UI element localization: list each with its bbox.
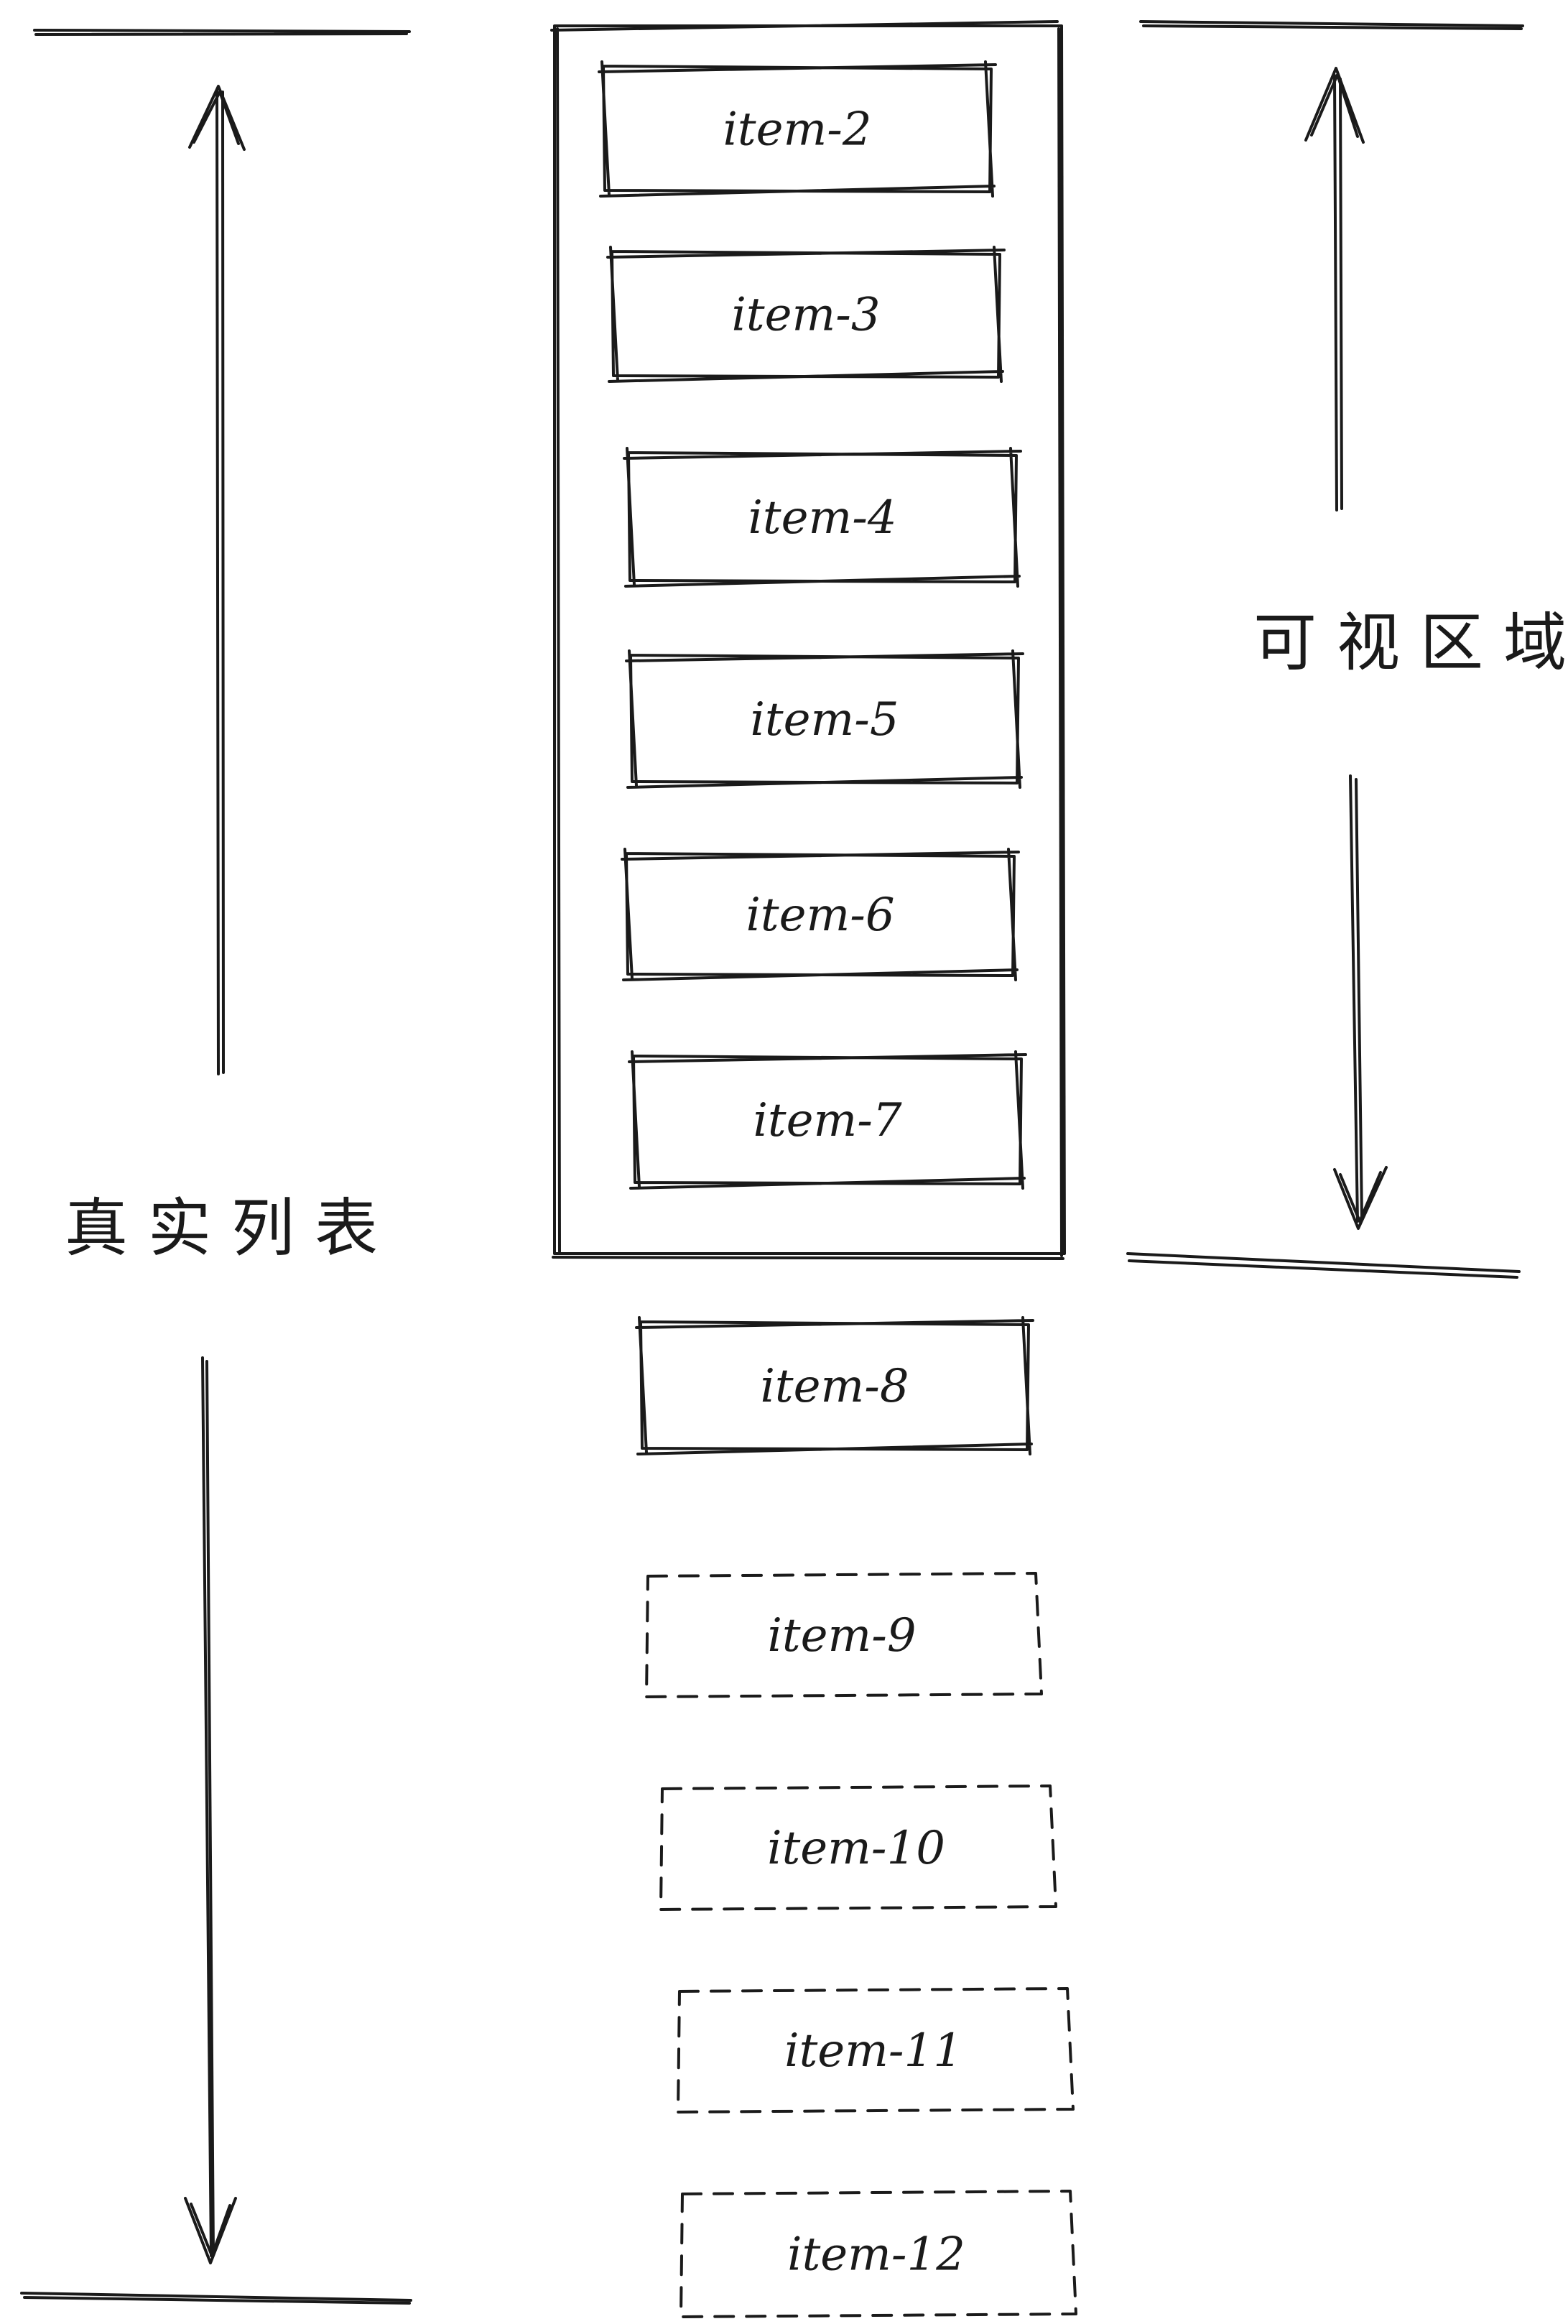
list-item-label: item-2 xyxy=(723,103,871,157)
list-item: item-2 xyxy=(598,60,997,198)
list-item-label: item-6 xyxy=(746,889,894,942)
list-item-box xyxy=(598,60,997,198)
list-item-label: item-11 xyxy=(784,2024,962,2078)
list-item-box-dashed xyxy=(677,1987,1075,2114)
list-item-box-dashed xyxy=(679,2190,1077,2318)
list-item-box xyxy=(635,1316,1034,1455)
list-item: item-3 xyxy=(606,246,1006,383)
real-list-label: 真实列表 xyxy=(65,1191,398,1265)
real-list-arrow-down xyxy=(201,1356,215,2257)
list-items: item-2 item-3 item-4 item-5 item-6 item-7 item… xyxy=(598,60,1077,2318)
list-item-box xyxy=(623,447,1022,588)
real-list-indicator: 真实列表 xyxy=(20,29,412,2305)
real-list-arrowhead-down xyxy=(184,2197,237,2264)
viewport-frame xyxy=(550,20,1066,1260)
visible-area-arrow-up xyxy=(1333,74,1343,511)
list-item: item-5 xyxy=(625,649,1024,789)
visible-area-arrowhead-up xyxy=(1304,67,1365,144)
list-item-label: item-4 xyxy=(748,491,896,545)
list-item-label: item-9 xyxy=(767,1609,916,1662)
list-item-label: item-10 xyxy=(767,1822,945,1875)
list-item-label: item-7 xyxy=(753,1094,901,1147)
visible-area-indicator: 可视区域 xyxy=(1126,20,1568,1279)
list-item-box xyxy=(606,246,1006,383)
list-item: item-9 xyxy=(645,1572,1043,1698)
list-item: item-12 xyxy=(679,2190,1077,2318)
list-item: item-7 xyxy=(628,1050,1027,1190)
list-item-box-dashed xyxy=(645,1572,1043,1698)
visible-area-label: 可视区域 xyxy=(1253,606,1568,680)
list-item-label: item-8 xyxy=(760,1360,909,1413)
list-item-box-dashed xyxy=(659,1784,1057,1911)
list-item: item-11 xyxy=(677,1987,1075,2114)
visible-area-bottom-boundary xyxy=(1126,1252,1521,1279)
list-item-label: item-12 xyxy=(787,2228,965,2282)
list-item-box xyxy=(625,649,1024,789)
real-list-arrow-up xyxy=(215,88,225,1075)
real-list-bottom-boundary xyxy=(20,2292,412,2305)
list-item-label: item-3 xyxy=(731,289,880,342)
visible-area-arrow-down xyxy=(1349,774,1363,1223)
list-item: item-6 xyxy=(621,848,1020,981)
list-item-box xyxy=(621,848,1020,981)
list-item: item-8 xyxy=(635,1316,1034,1455)
visible-area-arrowhead-down xyxy=(1333,1166,1388,1230)
visible-area-top-boundary xyxy=(1139,20,1524,30)
real-list-top-boundary xyxy=(33,29,411,36)
list-item: item-4 xyxy=(623,447,1022,588)
list-item: item-10 xyxy=(659,1784,1057,1911)
list-item-box xyxy=(628,1050,1027,1190)
list-item-label: item-5 xyxy=(750,693,899,746)
real-list-arrowhead-up xyxy=(188,85,246,151)
